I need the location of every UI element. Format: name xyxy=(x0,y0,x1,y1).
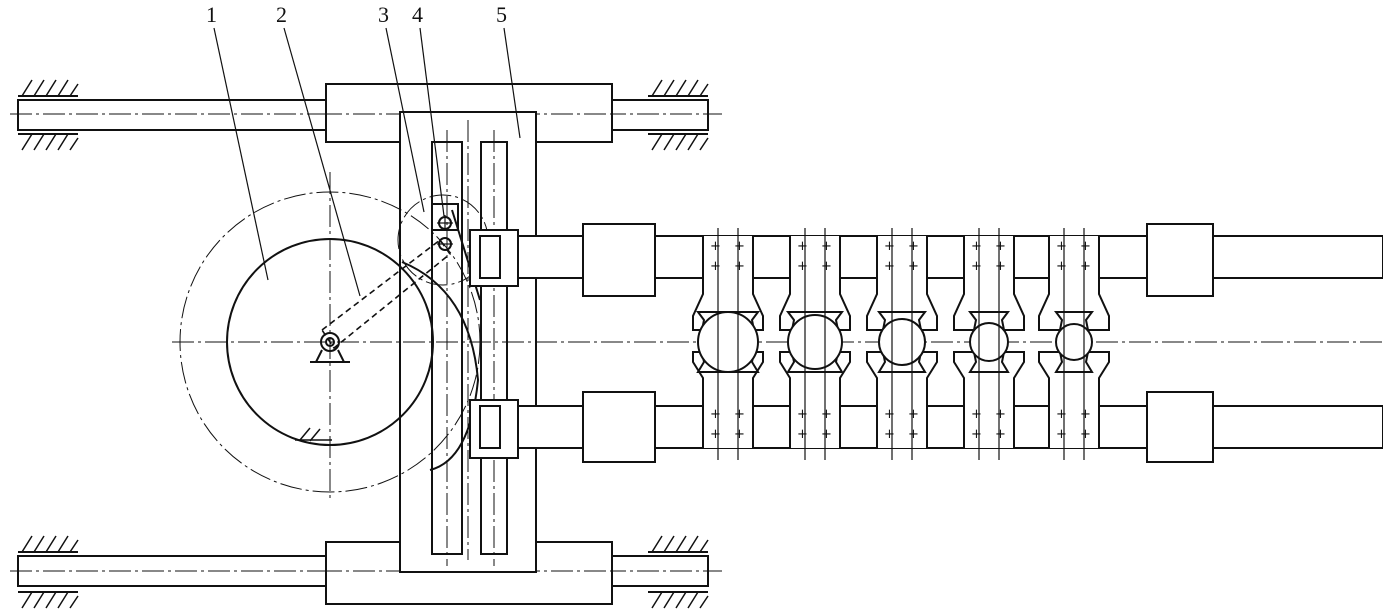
workpiece-4 xyxy=(969,322,1009,362)
bolt-mark-1-8: + xyxy=(734,427,745,442)
bolt-mark-4-7: + xyxy=(971,427,982,442)
bolt-mark-3-8: + xyxy=(908,427,919,442)
bolt-mark-3-6: + xyxy=(908,407,919,422)
bolt-mark-5-1: + xyxy=(1056,239,1067,254)
upper-jaw-4 xyxy=(953,236,1025,331)
bolt-mark-3-5: + xyxy=(884,407,895,422)
bolt-mark-4-4: + xyxy=(995,259,1006,274)
label-3: 3 xyxy=(378,2,389,27)
bolt-mark-1-2: + xyxy=(734,239,745,254)
bolt-mark-1-1: + xyxy=(710,239,721,254)
bolt-mark-5-3: + xyxy=(1056,259,1067,274)
bolt-mark-1-6: + xyxy=(734,407,745,422)
top-right-support-hatch xyxy=(648,79,709,151)
bolt-mark-4-5: + xyxy=(971,407,982,422)
bolt-mark-5-4: + xyxy=(1080,259,1091,274)
upper-jaw-5 xyxy=(1038,236,1110,331)
bolt-mark-4-2: + xyxy=(995,239,1006,254)
upper-jaw-3 xyxy=(866,236,938,331)
bolt-mark-1-5: + xyxy=(710,407,721,422)
bolt-mark-2-8: + xyxy=(821,427,832,442)
bolt-mark-3-1: + xyxy=(884,239,895,254)
part-labels: 1 2 3 4 5 xyxy=(206,2,521,297)
bottom-right-support-hatch xyxy=(648,535,709,609)
bolt-mark-3-3: + xyxy=(884,259,895,274)
lower-jaw-4 xyxy=(953,351,1025,448)
label-1: 1 xyxy=(206,2,217,27)
upper-jaw-2 xyxy=(779,236,851,331)
bolt-mark-2-2: + xyxy=(821,239,832,254)
bolt-mark-5-7: + xyxy=(1056,427,1067,442)
workpiece-1 xyxy=(697,311,759,373)
bolt-mark-2-3: + xyxy=(797,259,808,274)
bolt-mark-2-1: + xyxy=(797,239,808,254)
workpiece-3 xyxy=(878,318,926,366)
label-5: 5 xyxy=(496,2,507,27)
top-left-support-hatch xyxy=(18,79,79,151)
bolt-mark-4-1: + xyxy=(971,239,982,254)
lower-jaw-5 xyxy=(1038,351,1110,448)
bolt-mark-2-7: + xyxy=(797,427,808,442)
bolt-mark-2-5: + xyxy=(797,407,808,422)
bolt-mark-1-3: + xyxy=(710,259,721,274)
label-4: 4 xyxy=(412,2,423,27)
workpiece-5 xyxy=(1055,323,1093,361)
bottom-guide-rail xyxy=(10,541,722,605)
bolt-mark-3-2: + xyxy=(908,239,919,254)
top-guide-rail xyxy=(10,83,722,143)
gripper-set: + + + + + + + + + + + + + + + + + + + + + + + + + + + + + + + + + + + + + + + + xyxy=(692,228,1110,460)
bolt-mark-1-7: + xyxy=(710,427,721,442)
bolt-mark-3-4: + xyxy=(908,259,919,274)
bottom-left-support-hatch xyxy=(18,535,79,609)
bolt-mark-4-8: + xyxy=(995,427,1006,442)
bolt-mark-5-5: + xyxy=(1056,407,1067,422)
lower-slider-bar xyxy=(469,391,1383,463)
bolt-mark-5-6: + xyxy=(1080,407,1091,422)
bolt-mark-3-7: + xyxy=(884,427,895,442)
bolt-mark-2-6: + xyxy=(821,407,832,422)
bolt-mark-4-3: + xyxy=(971,259,982,274)
bolt-mark-4-6: + xyxy=(995,407,1006,422)
upper-slider-bar xyxy=(469,223,1383,297)
workpiece-2 xyxy=(787,314,843,370)
label-2: 2 xyxy=(276,2,287,27)
lower-jaw-3 xyxy=(866,351,938,448)
bolt-mark-5-2: + xyxy=(1080,239,1091,254)
lower-jaw-2 xyxy=(779,351,851,448)
bolt-mark-1-4: + xyxy=(734,259,745,274)
bolt-mark-5-8: + xyxy=(1080,427,1091,442)
center-lines xyxy=(172,172,1383,500)
bolt-mark-2-4: + xyxy=(821,259,832,274)
